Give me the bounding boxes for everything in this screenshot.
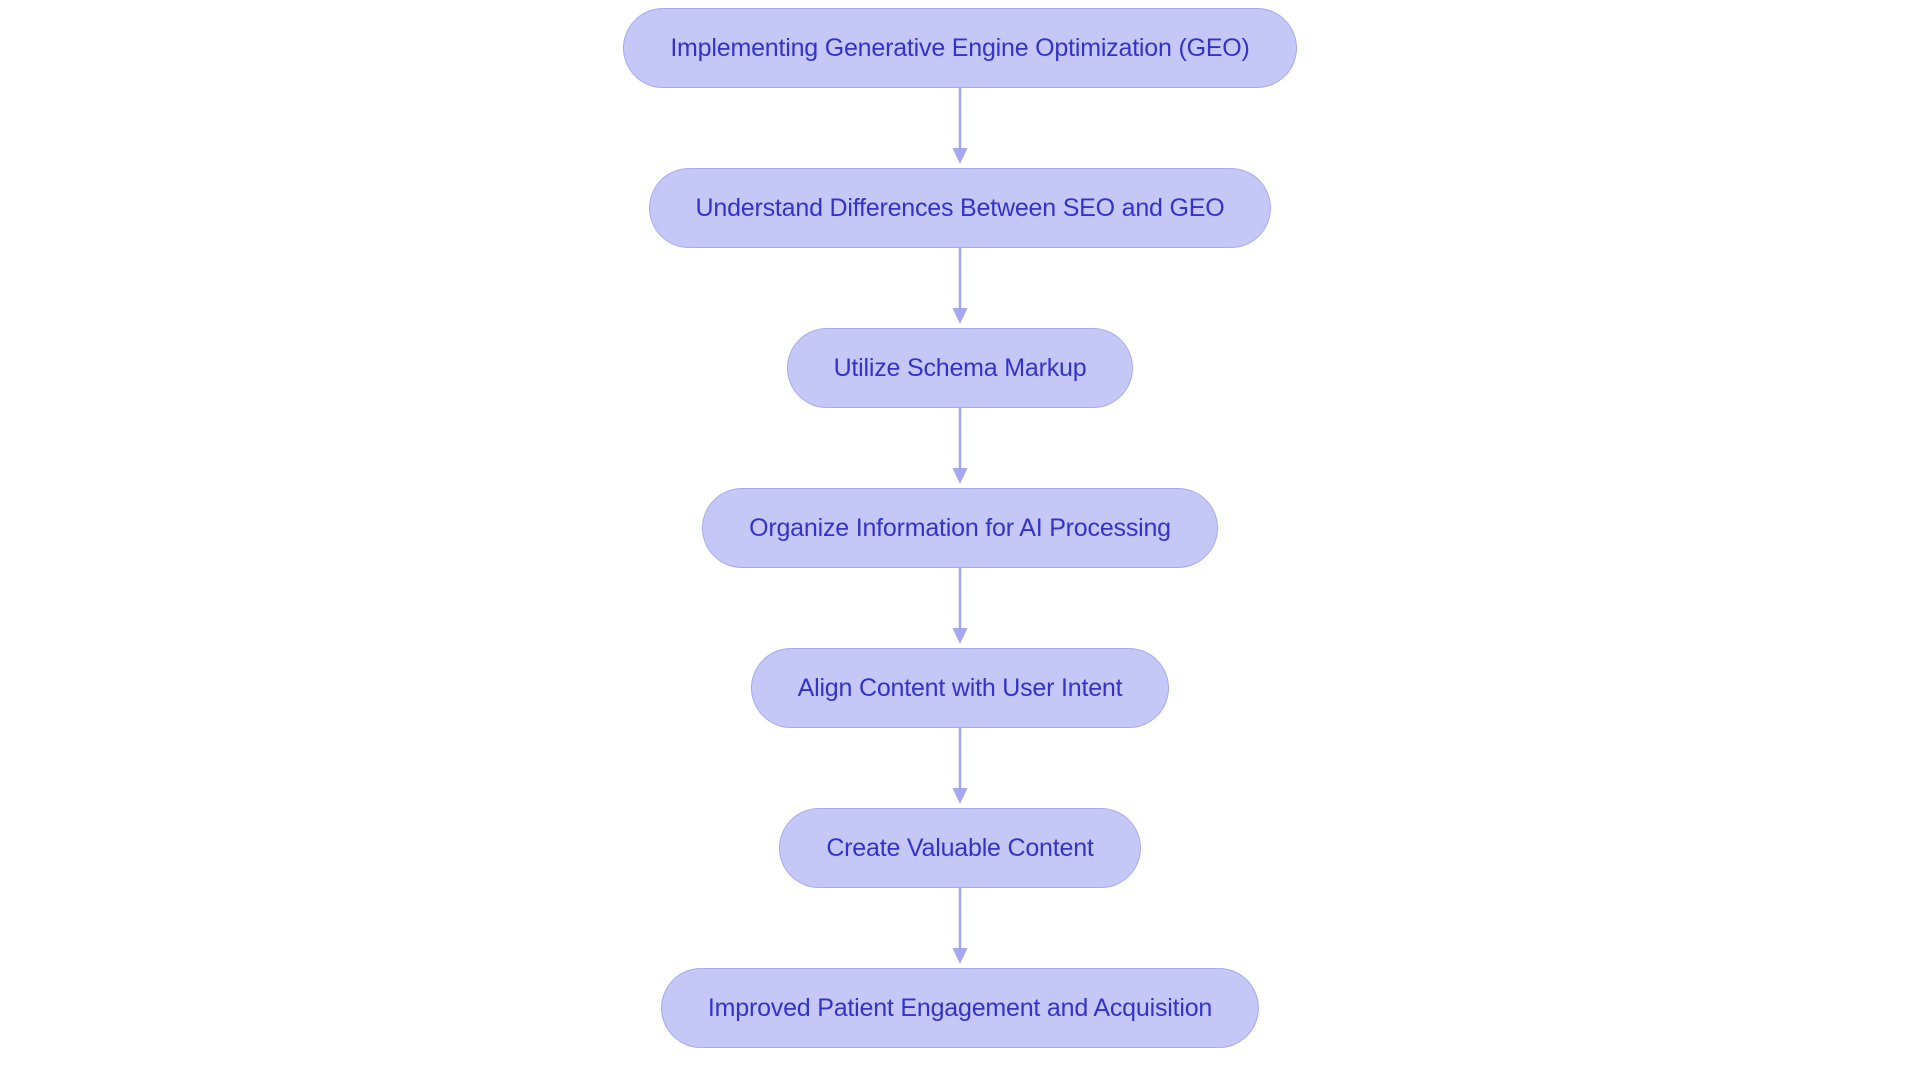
flowchart-edge-4-arrow-icon [952, 568, 968, 644]
flowchart-edge-2-arrow-icon [952, 248, 968, 324]
flowchart-edge-5-arrow-icon [952, 728, 968, 804]
flowchart-node-stack: Implementing Generative Engine Optimizat… [0, 8, 1920, 1048]
flowchart-edge-6-arrow-icon [952, 888, 968, 964]
flowchart-node-2[interactable]: Understand Differences Between SEO and G… [648, 168, 1272, 248]
flowchart-node-1[interactable]: Implementing Generative Engine Optimizat… [623, 8, 1297, 88]
flowchart-node-6[interactable]: Create Valuable Content [779, 808, 1141, 888]
flowchart-node-4-label: Organize Information for AI Processing [749, 513, 1171, 542]
flowchart-node-7-label: Improved Patient Engagement and Acquisit… [707, 993, 1213, 1022]
flowchart-node-5[interactable]: Align Content with User Intent [750, 648, 1170, 728]
flowchart-node-6-label: Create Valuable Content [826, 833, 1094, 862]
flowchart-node-5-label: Align Content with User Intent [797, 673, 1123, 702]
flowchart-edge-1-arrow-icon [952, 88, 968, 164]
flowchart-node-4[interactable]: Organize Information for AI Processing [702, 488, 1218, 568]
flowchart-node-7[interactable]: Improved Patient Engagement and Acquisit… [660, 968, 1260, 1048]
flowchart-node-2-label: Understand Differences Between SEO and G… [695, 193, 1225, 222]
flowchart-node-1-label: Implementing Generative Engine Optimizat… [670, 33, 1250, 62]
flowchart-node-3[interactable]: Utilize Schema Markup [786, 328, 1134, 408]
flowchart-edge-3-arrow-icon [952, 408, 968, 484]
flowchart-node-3-label: Utilize Schema Markup [833, 353, 1087, 382]
